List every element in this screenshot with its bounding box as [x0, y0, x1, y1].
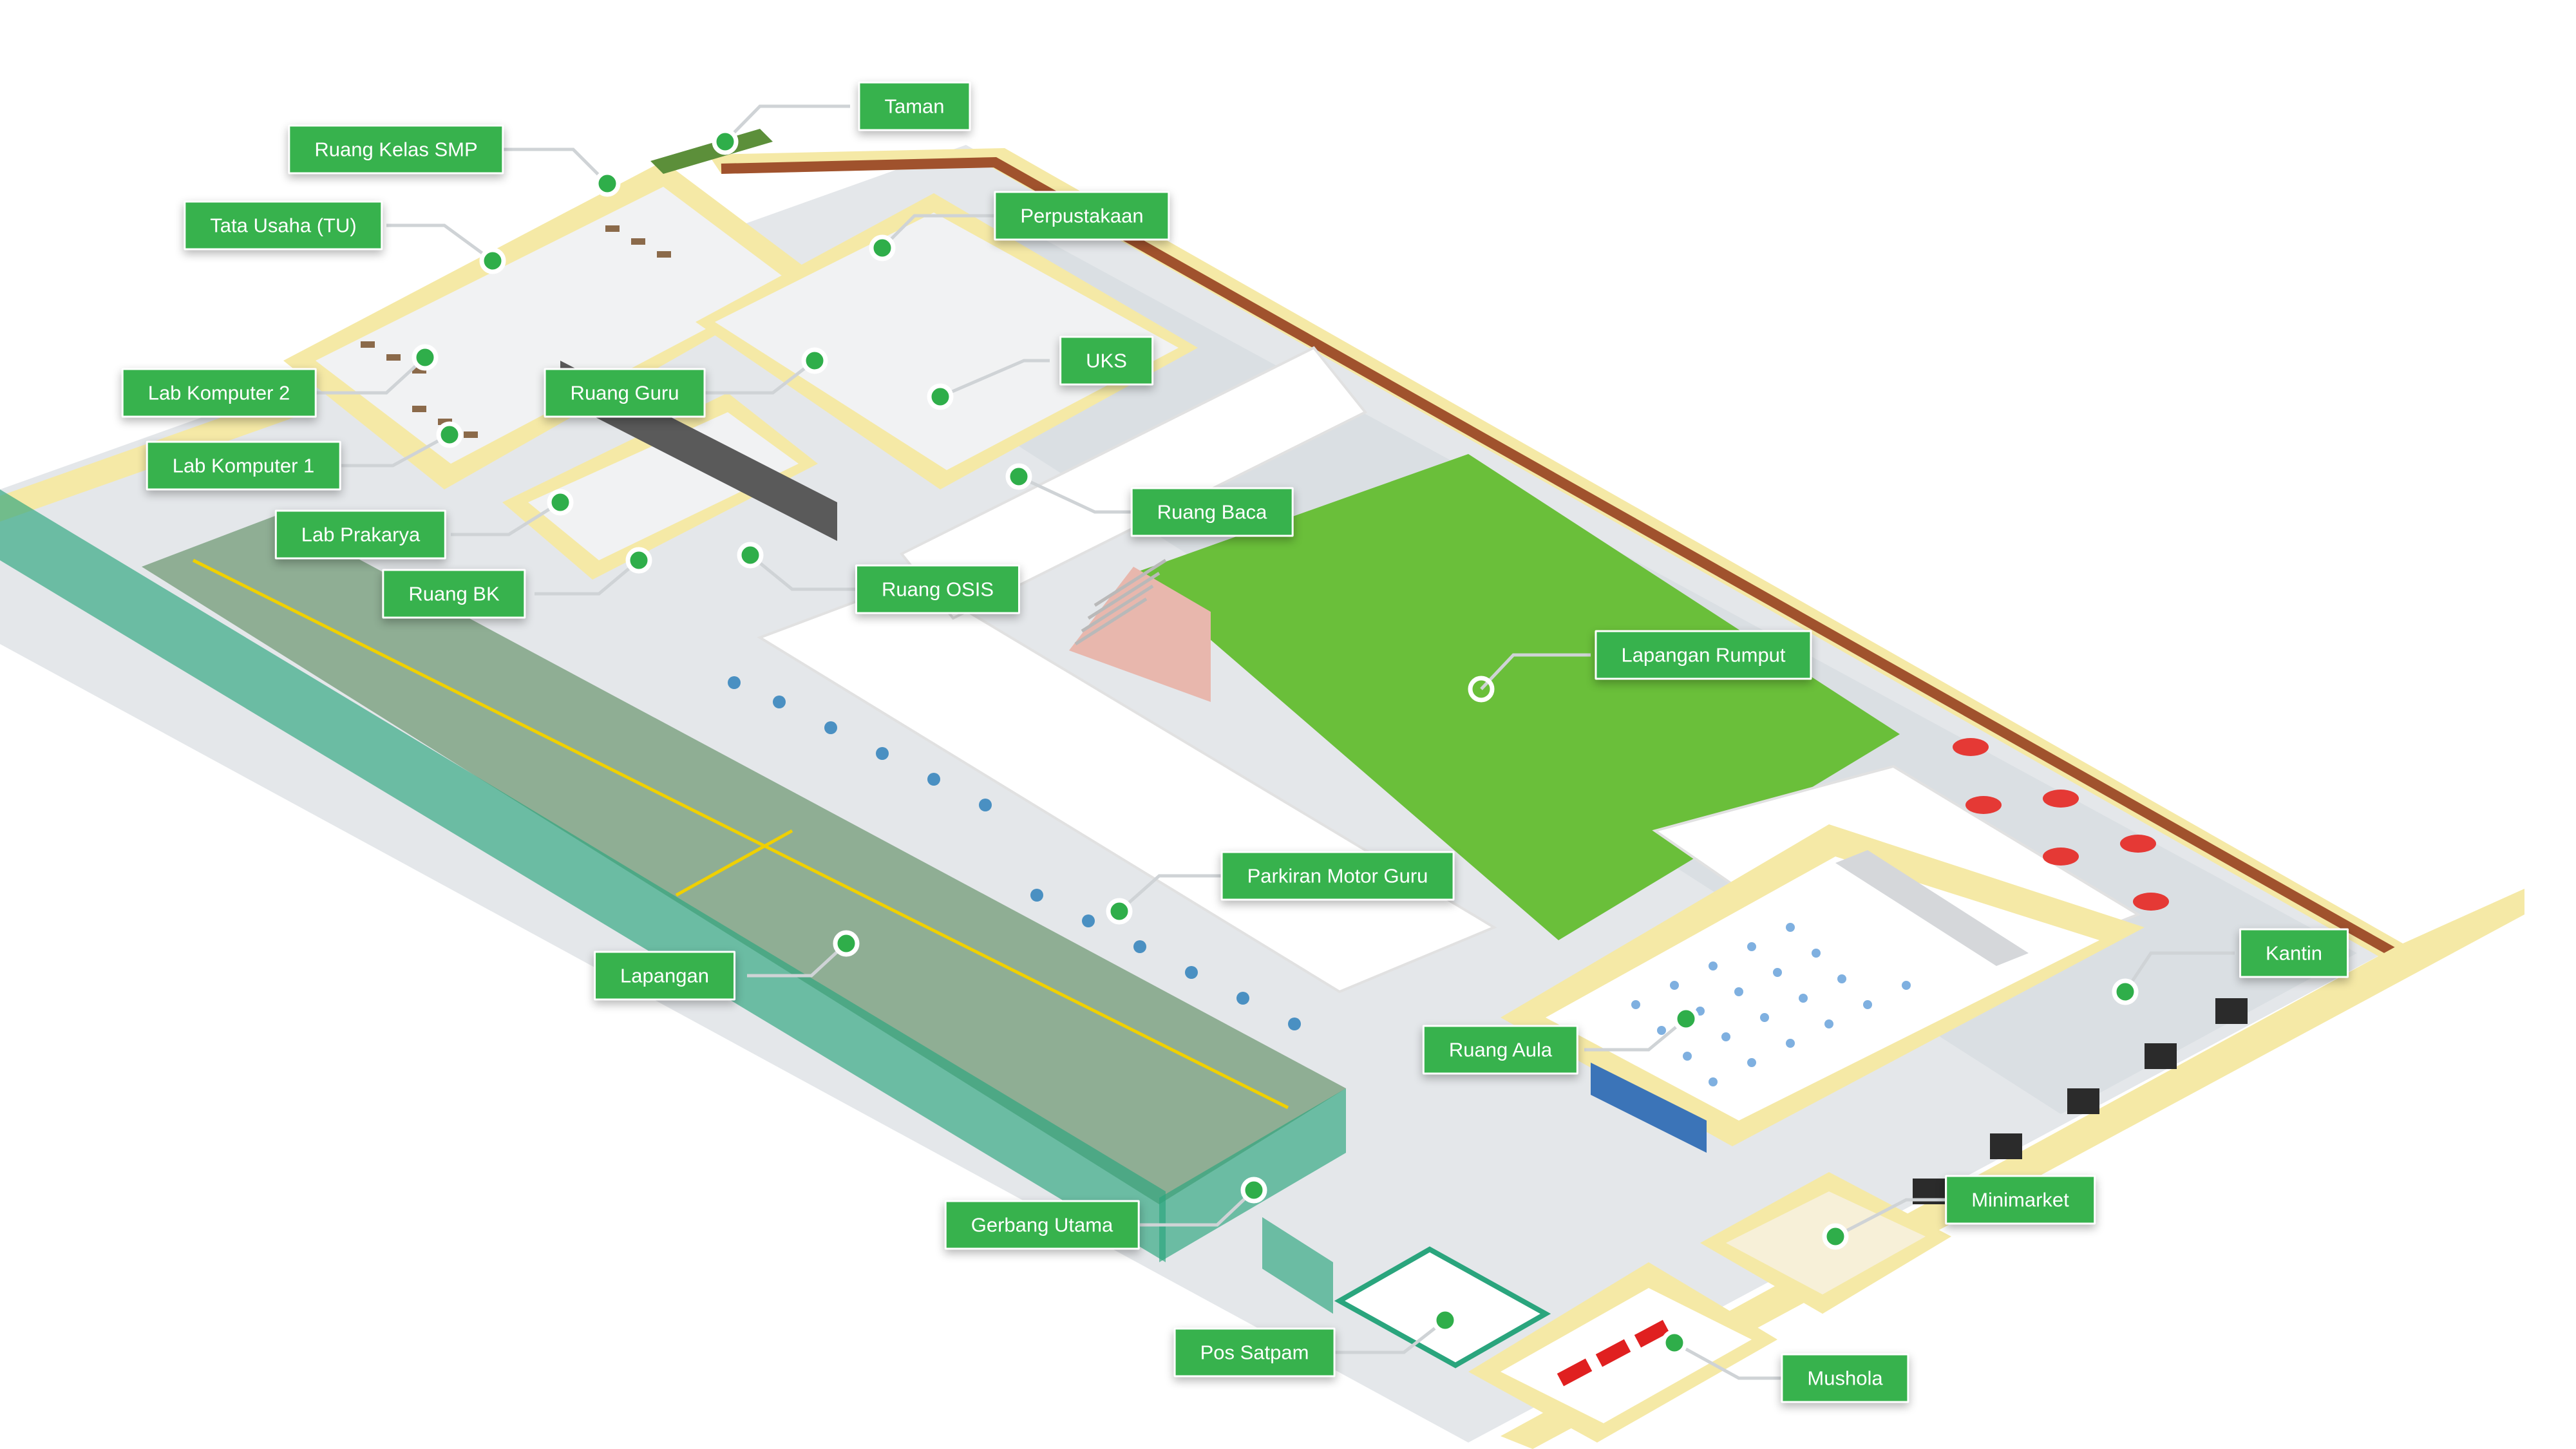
- grandstand: [1069, 567, 1211, 702]
- marker-lab-komputer-1: [436, 421, 463, 448]
- label-mushola[interactable]: Mushola: [1781, 1353, 1909, 1403]
- court-line: [192, 558, 1289, 1110]
- aula-chairs: [1631, 923, 1911, 1086]
- marker-lab-komputer-2: [412, 344, 439, 371]
- marker-lapangan-rumput: [1468, 676, 1495, 703]
- marker-lapangan: [833, 930, 860, 957]
- mushola-floor: [1501, 1288, 1752, 1423]
- marker-pos-satpam: [1432, 1307, 1459, 1334]
- marker-gerbang-utama: [1240, 1177, 1267, 1204]
- label-minimarket[interactable]: Minimarket: [1945, 1175, 2096, 1225]
- label-taman[interactable]: Taman: [858, 81, 971, 131]
- marker-minimarket: [1822, 1223, 1849, 1250]
- label-ruang-osis[interactable]: Ruang OSIS: [855, 564, 1021, 614]
- marker-ruang-bk: [625, 547, 652, 574]
- marker-perpustakaan: [869, 234, 896, 261]
- marker-ruang-guru: [801, 347, 828, 374]
- marker-taman: [712, 128, 739, 155]
- label-parkiran-motor-guru[interactable]: Parkiran Motor Guru: [1220, 851, 1455, 901]
- label-kantin[interactable]: Kantin: [2239, 928, 2349, 978]
- label-ruang-guru[interactable]: Ruang Guru: [544, 368, 706, 418]
- perimeter-wall-trim: [721, 156, 2395, 956]
- connector-lines: [303, 104, 2235, 1380]
- label-lab-prakarya[interactable]: Lab Prakarya: [274, 509, 447, 560]
- library-floor: [715, 213, 1179, 470]
- perimeter-wall-right: [1501, 889, 2524, 1449]
- label-ruang-kelas-smp[interactable]: Ruang Kelas SMP: [288, 124, 504, 175]
- marker-ruang-baca: [1005, 463, 1032, 490]
- label-pos-satpam[interactable]: Pos Satpam: [1173, 1327, 1336, 1378]
- grandstand-steps: [1074, 558, 1167, 646]
- aula-windows: [1591, 1063, 1707, 1153]
- canteen-tables: [1953, 738, 2169, 911]
- label-ruang-aula[interactable]: Ruang Aula: [1422, 1025, 1579, 1075]
- marker-ruang-kelas-smp: [594, 170, 621, 197]
- label-perpustakaan[interactable]: Perpustakaan: [994, 191, 1170, 241]
- court-line-mid: [675, 829, 793, 897]
- classroom-floor: [316, 187, 792, 464]
- canteen-stalls: [1913, 998, 2248, 1204]
- fence-right: [1159, 1088, 1346, 1262]
- label-ruang-baca[interactable]: Ruang Baca: [1130, 487, 1294, 537]
- marker-uks: [927, 383, 954, 410]
- location-markers: [412, 128, 2139, 1356]
- marker-ruang-aula: [1672, 1005, 1700, 1032]
- outdoor-court: [142, 515, 1346, 1204]
- motorcycle-parking: [728, 676, 1301, 1030]
- garden-strip: [650, 129, 773, 174]
- label-tata-usaha[interactable]: Tata Usaha (TU): [184, 200, 383, 251]
- fence-gate: [1262, 1217, 1333, 1314]
- label-gerbang-utama[interactable]: Gerbang Utama: [944, 1200, 1140, 1250]
- fence-left: [0, 489, 1166, 1262]
- marker-kantin: [2112, 978, 2139, 1005]
- label-lab-komputer-1[interactable]: Lab Komputer 1: [146, 440, 341, 491]
- label-lab-komputer-2[interactable]: Lab Komputer 2: [121, 368, 317, 418]
- marker-parkiran-motor-guru: [1106, 898, 1133, 925]
- label-lapangan[interactable]: Lapangan: [594, 951, 735, 1001]
- marker-mushola: [1661, 1329, 1688, 1356]
- marker-lab-prakarya: [547, 489, 574, 516]
- label-ruang-bk[interactable]: Ruang BK: [382, 569, 526, 619]
- marker-ruang-osis: [737, 542, 764, 569]
- desk-grid: [361, 225, 671, 438]
- prayer-mats: [1557, 1320, 1670, 1387]
- marker-tata-usaha: [479, 247, 506, 274]
- label-lapangan-rumput[interactable]: Lapangan Rumput: [1595, 630, 1812, 680]
- aula-stage: [1835, 850, 2029, 966]
- label-uks[interactable]: UKS: [1059, 336, 1153, 386]
